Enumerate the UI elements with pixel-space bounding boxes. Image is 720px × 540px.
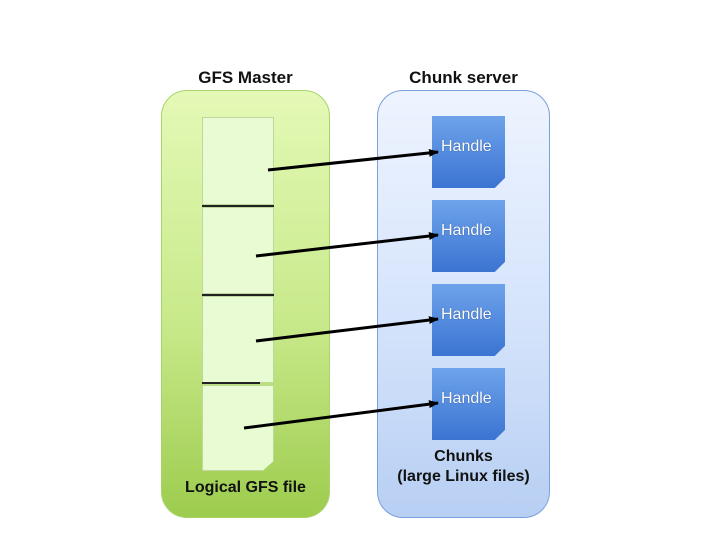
chunk-1 [432,116,505,188]
chunk-server-title: Chunk server [409,68,518,87]
file-segment-1 [202,117,274,205]
arrow-2 [255,232,439,258]
file-segment-4 [202,385,274,471]
segment-divider [202,205,274,207]
chunks-caption-line2: (large Linux files) [397,468,530,485]
file-segment-2 [202,207,274,294]
chunk-2 [432,200,505,272]
chunk-1-label: Handle [441,138,492,155]
chunk-2-label: Handle [441,222,492,239]
chunk-3 [432,284,505,356]
arrow-3 [255,316,439,343]
logical-file-caption: Logical GFS file [185,479,306,496]
chunk-4-label: Handle [441,390,492,407]
chunk-4 [432,368,505,440]
chunk-3-label: Handle [441,306,492,323]
arrow-1 [267,148,439,172]
segment-divider [202,382,260,384]
master-title: GFS Master [198,68,293,87]
arrow-4 [243,400,439,430]
segment-divider [202,294,274,296]
chunks-caption-line1: Chunks [434,448,493,465]
